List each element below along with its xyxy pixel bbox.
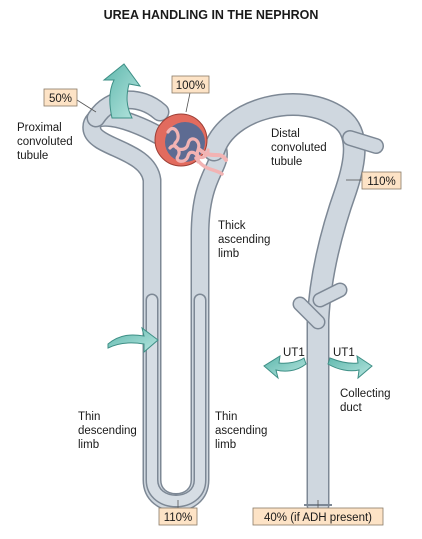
ut1-left-label: UT1: [283, 347, 305, 359]
thin-descending-label: Thin descending limb: [78, 411, 137, 451]
svg-text:tubule: tubule: [17, 150, 48, 162]
label-proximal-50: 50%: [43, 88, 78, 107]
svg-text:limb: limb: [218, 248, 239, 260]
svg-text:duct: duct: [340, 402, 363, 414]
distal-110-text: 110%: [367, 176, 396, 188]
svg-text:ascending: ascending: [215, 425, 267, 437]
svg-text:ascending: ascending: [218, 234, 270, 246]
glomerulus-100-text: 100%: [176, 80, 205, 92]
svg-text:Thin: Thin: [78, 411, 100, 423]
curved-arrow-left-icon: [263, 355, 307, 380]
svg-text:convoluted: convoluted: [17, 136, 73, 148]
label-glomerulus-100: 100%: [171, 75, 210, 94]
diagram-title: UREA HANDLING IN THE NEPHRON: [104, 8, 319, 22]
collecting-duct-label: Collecting duct: [340, 388, 391, 414]
ut1-right-label: UT1: [333, 347, 355, 359]
thick-ascending-label: Thick ascending limb: [218, 220, 270, 260]
svg-text:tubule: tubule: [271, 156, 302, 168]
svg-text:Thin: Thin: [215, 411, 237, 423]
svg-text:convoluted: convoluted: [271, 142, 327, 154]
collecting-duct: [202, 93, 384, 517]
distal-label: Distal convoluted tubule: [271, 128, 327, 168]
loop-110-text: 110%: [164, 512, 193, 524]
label-collecting-40: 40% (if ADH present): [252, 507, 384, 526]
svg-text:Thick: Thick: [218, 220, 246, 232]
proximal-50-text: 50%: [49, 93, 72, 105]
glomerulus-icon: [154, 113, 228, 176]
ut1-right-arrow-icon: [327, 354, 373, 380]
curved-arrow-up-icon: [102, 63, 142, 119]
svg-text:limb: limb: [78, 439, 99, 451]
svg-text:Distal: Distal: [271, 128, 300, 140]
leader-lines: [76, 92, 362, 508]
curved-arrow-right-icon: [107, 326, 159, 354]
label-distal-110: 110%: [361, 171, 402, 190]
svg-text:descending: descending: [78, 425, 137, 437]
svg-text:limb: limb: [215, 439, 236, 451]
proximal-label: Proximal convoluted tubule: [17, 122, 73, 162]
svg-text:Proximal: Proximal: [17, 122, 62, 134]
label-loop-110: 110%: [158, 507, 198, 526]
thin-ascending-label: Thin ascending limb: [215, 411, 267, 451]
svg-text:Collecting: Collecting: [340, 388, 391, 400]
collecting-40-text: 40% (if ADH present): [264, 512, 372, 524]
